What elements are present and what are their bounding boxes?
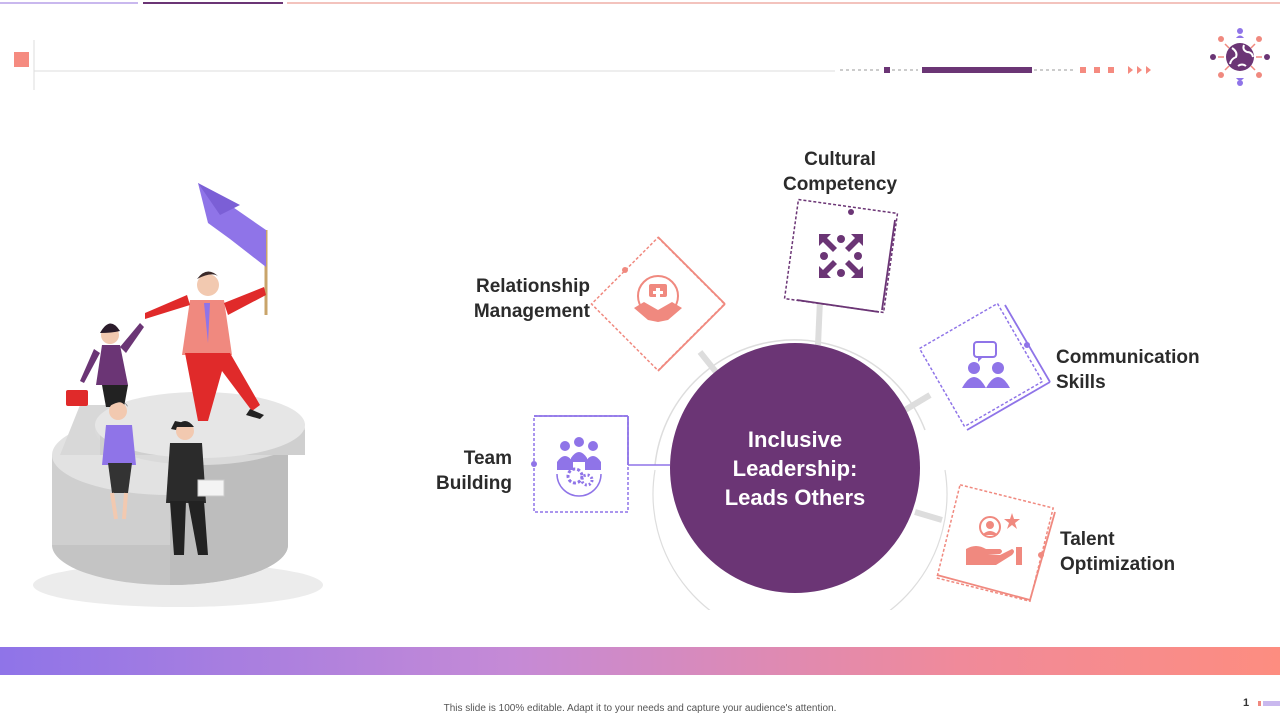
chat-people-icon xyxy=(962,341,1010,388)
label-line: Skills xyxy=(1056,372,1106,393)
label-cultural-competency: Cultural Competency xyxy=(770,147,910,197)
label-line: Management xyxy=(473,301,590,322)
footer-gradient-bar xyxy=(0,647,1280,675)
label-line: Talent xyxy=(1060,529,1115,550)
label-line: Competency xyxy=(782,174,898,195)
globe-people-icon xyxy=(1210,28,1270,86)
leadership-illustration xyxy=(33,183,323,607)
center-circle xyxy=(670,343,920,593)
hand-person-star-icon xyxy=(966,513,1022,565)
talent-optimization-box xyxy=(935,483,1056,603)
label-line: Team xyxy=(463,448,512,469)
footer-note: This slide is 100% editable. Adapt it to… xyxy=(443,703,837,714)
label-team-building: Team Building xyxy=(412,446,512,496)
label-line: Cultural xyxy=(804,149,876,170)
center-title-line-1: Inclusive xyxy=(747,426,843,452)
corner-square xyxy=(14,52,29,67)
communication-skills-box xyxy=(918,302,1051,431)
relationship-management-box xyxy=(590,236,726,372)
people-arrows-icon xyxy=(819,234,863,278)
label-talent-optimization: Talent Optimization xyxy=(1060,527,1220,577)
page-number: 1 xyxy=(1243,697,1250,709)
leadership-diagram xyxy=(531,198,1056,610)
label-relationship-management: Relationship Management xyxy=(440,274,590,324)
page-number-decor xyxy=(1258,701,1280,706)
cultural-competency-box xyxy=(783,198,899,314)
center-title-line-2: Leadership: xyxy=(732,455,858,481)
first-aid-handshake-icon xyxy=(634,275,682,322)
team-gears-icon xyxy=(556,437,602,497)
center-title-line-3: Leads Others xyxy=(724,484,866,510)
label-line: Communication xyxy=(1056,347,1200,368)
label-line: Relationship xyxy=(475,276,590,297)
team-building-box xyxy=(531,415,629,513)
label-communication-skills: Communication Skills xyxy=(1056,345,1236,395)
label-line: Optimization xyxy=(1060,554,1176,575)
top-decor xyxy=(0,2,1280,90)
label-line: Building xyxy=(436,473,512,494)
center-title: Inclusive Leadership: Leads Others xyxy=(670,343,920,593)
